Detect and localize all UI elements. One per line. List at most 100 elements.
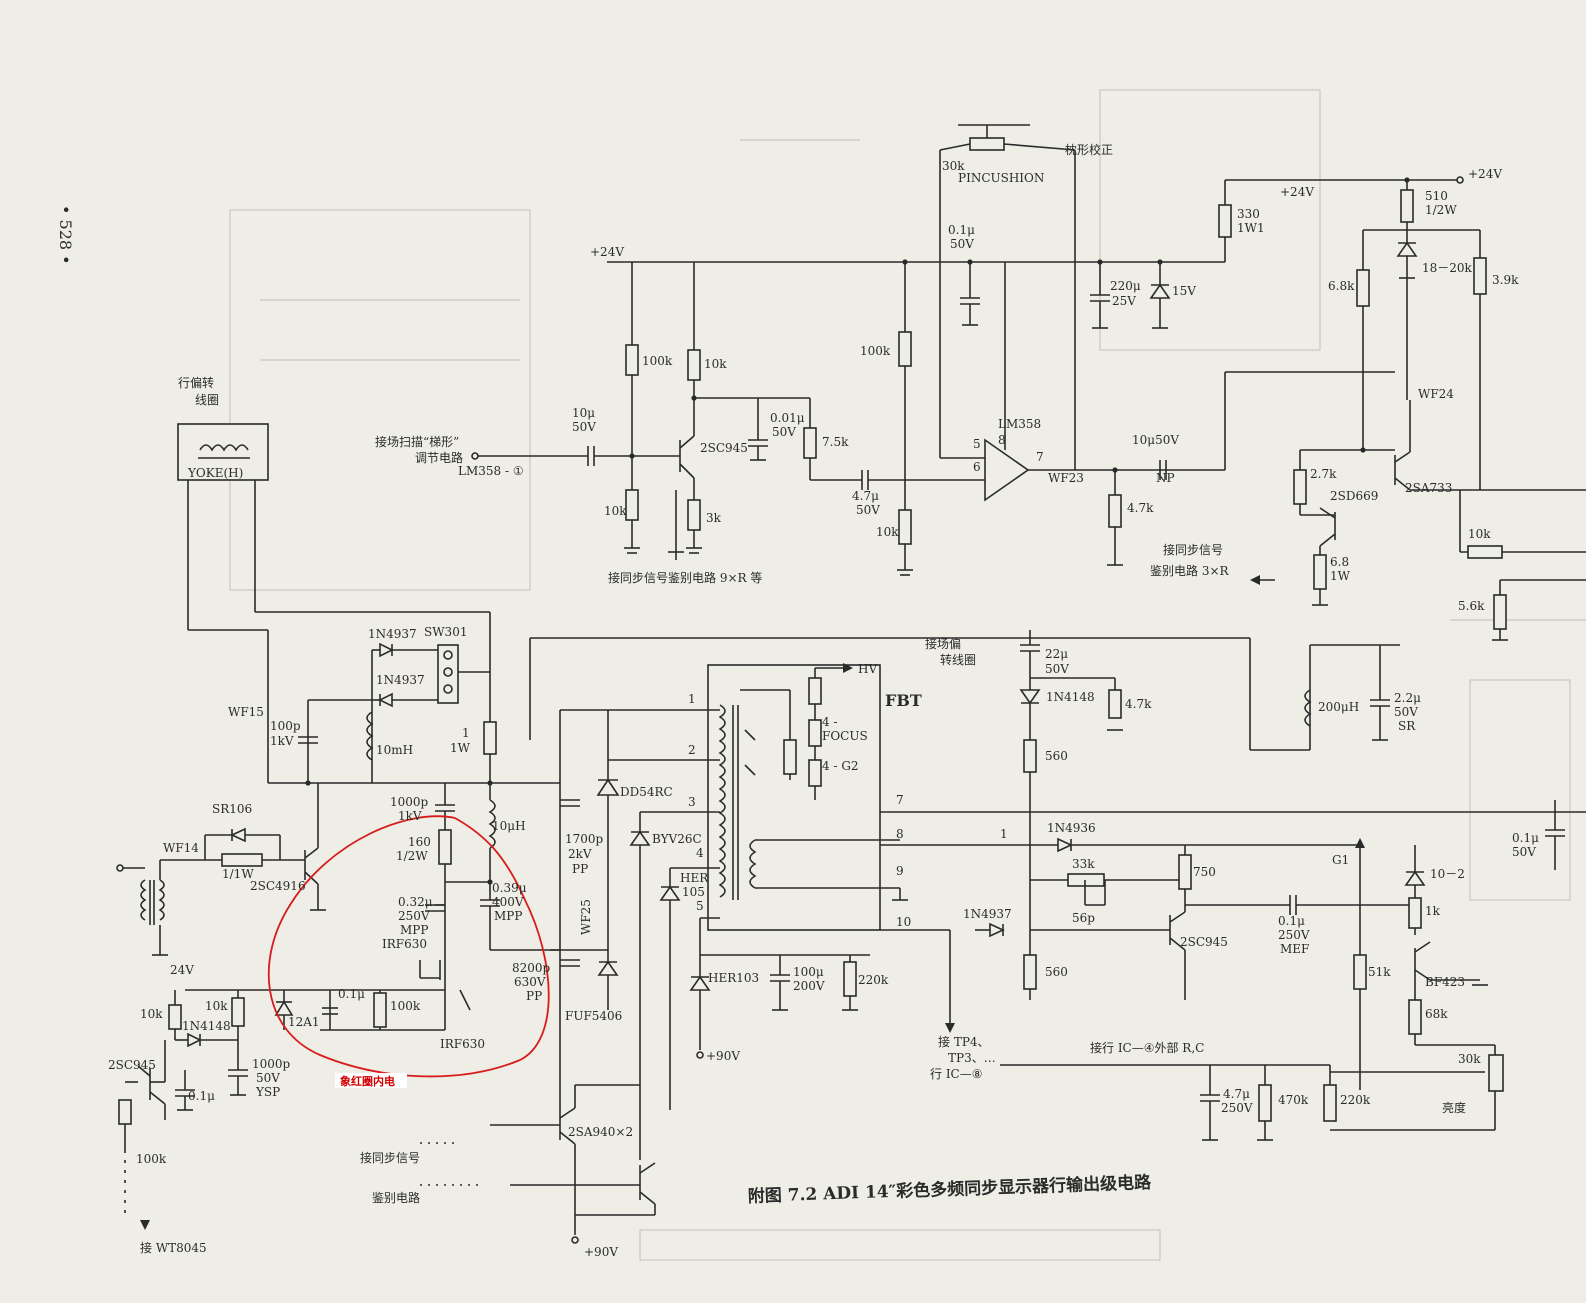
- wt8045-label: 接 WT8045: [140, 1240, 207, 1255]
- c01u-d-v: 50V: [1512, 845, 1536, 859]
- r100k-a: 100k: [642, 354, 673, 368]
- d1n4148-a: 1N4148: [1046, 690, 1095, 704]
- p90v-b: +90V: [584, 1245, 618, 1259]
- c039u-t: MPP: [494, 909, 522, 923]
- r10k-a: 10k: [704, 357, 727, 371]
- c33k: 33k: [1072, 857, 1095, 871]
- pin-6: 6: [973, 460, 981, 474]
- c22u-sr-t: SR: [1398, 719, 1416, 733]
- q-2sc945-a: 2SC945: [700, 441, 748, 455]
- lm358: LM358: [998, 417, 1041, 431]
- c01u-d: 0.1μ: [1512, 831, 1539, 845]
- c10u-v: 50V: [572, 420, 596, 434]
- sync-3r-2: 鉴别电路 3×R: [1150, 563, 1230, 578]
- r39k: 3.9k: [1492, 273, 1519, 287]
- terminal-9: 9: [896, 864, 904, 878]
- r750: 750: [1193, 865, 1216, 879]
- c01u-b: 0.1μ: [338, 987, 365, 1001]
- focus-2: FOCUS: [822, 729, 868, 743]
- r560-b: 560: [1045, 965, 1068, 979]
- r30k-b: 30k: [1458, 1052, 1481, 1066]
- r10k-b: 10k: [604, 504, 627, 518]
- bleed-through-ghost: [229, 89, 1586, 1261]
- c001u: 0.01μ: [770, 411, 805, 425]
- trapezoid-label-1: 接场扫描“梯形”: [375, 434, 459, 449]
- c22u-sr-v: 50V: [1394, 705, 1418, 719]
- r330-w: 1W1: [1237, 221, 1265, 235]
- r3k: 3k: [706, 511, 722, 525]
- r1-w: 1W: [450, 741, 471, 755]
- lm358-pin1-label: LM358 - ①: [458, 464, 524, 478]
- c47u-b-v: 250V: [1221, 1101, 1253, 1115]
- r510: 510: [1425, 189, 1448, 203]
- byv26c: BYV26C: [652, 832, 702, 846]
- yoke-section: [177, 423, 560, 786]
- c220u-v: 25V: [1112, 294, 1136, 308]
- r220k-b: 220k: [1340, 1093, 1371, 1107]
- sw301: SW301: [424, 625, 467, 639]
- q-2sa733: 2SA733: [1405, 481, 1452, 495]
- terminal-2: 2: [688, 743, 696, 757]
- c100p-v: 1kV: [270, 734, 294, 748]
- output-stage: [116, 783, 560, 1230]
- sync-discrim-9r: 接同步信号鉴别电路 9×R 等: [608, 570, 762, 585]
- p24v-c: +24V: [1468, 167, 1502, 181]
- pin-5: 5: [973, 437, 981, 451]
- r68-1w: 6.8: [1330, 555, 1349, 569]
- sync-3r-1: 接同步信号: [1163, 542, 1223, 557]
- q-2sc945-b: 2SC945: [108, 1058, 156, 1072]
- red-circle-annotation: [267, 815, 550, 1078]
- c01u-mef-t: MEF: [1280, 942, 1309, 956]
- pincushion-label: PINCUSHION: [958, 171, 1044, 185]
- tp-label-1: 接 TP4、: [938, 1034, 990, 1049]
- c01u-c: 0.1μ: [188, 1089, 215, 1103]
- r10k-c: 10k: [876, 525, 899, 539]
- q-2sc4916: 2SC4916: [250, 879, 306, 893]
- c001u-v: 50V: [772, 425, 796, 439]
- dd54rc: DD54RC: [620, 785, 673, 799]
- c100u-v: 200V: [793, 979, 825, 993]
- r47k-b: 4.7k: [1125, 697, 1152, 711]
- r75k: 7.5k: [822, 435, 849, 449]
- tp-label-2: TP3、…: [948, 1051, 996, 1065]
- r68k: 6.8k: [1328, 279, 1355, 293]
- p24v-b: +24V: [1280, 185, 1314, 199]
- her105-b: 105: [682, 885, 705, 899]
- r27k: 2.7k: [1310, 467, 1337, 481]
- c47u-v: 50V: [856, 503, 880, 517]
- terminal-1: 1: [688, 692, 696, 706]
- z102: 10－2: [1430, 867, 1465, 881]
- wf23: WF23: [1048, 471, 1084, 485]
- g2: 4 - G2: [822, 759, 859, 773]
- r68-1w-w: 1W: [1330, 569, 1351, 583]
- c1000p-b: 1000p: [252, 1057, 291, 1071]
- annotation-bg: [335, 1073, 407, 1088]
- c8200p-t: PP: [526, 989, 542, 1003]
- r100k-c: 100k: [390, 999, 421, 1013]
- c1700p-t: PP: [572, 862, 588, 876]
- q-2sd669: 2SD669: [1330, 489, 1378, 503]
- r1: 1: [462, 726, 470, 740]
- terminal-7: 7: [896, 793, 904, 807]
- irf630-a: IRF630: [382, 937, 427, 951]
- terminal-5: 5: [696, 899, 704, 913]
- discrim-label: 鉴别电路: [372, 1190, 420, 1205]
- node-1: 1: [1000, 827, 1008, 841]
- c039u-v: 400V: [492, 895, 524, 909]
- c100u: 100μ: [793, 965, 824, 979]
- r160-w: 1/2W: [396, 849, 428, 863]
- tp-label-3: 行 IC—⑧: [930, 1067, 983, 1081]
- irf630-b: IRF630: [440, 1037, 485, 1051]
- c1700p: 1700p: [565, 832, 604, 846]
- c1000p-a: 1000p: [390, 795, 429, 809]
- l200uh: 200μH: [1318, 700, 1359, 714]
- right-bottom-section: [975, 630, 1565, 1141]
- pin-7: 7: [1036, 450, 1044, 464]
- p24v-a: +24V: [590, 245, 624, 259]
- r51k: 51k: [1368, 965, 1391, 979]
- r-30k-top: 30k: [942, 159, 965, 173]
- c22u-sr: 2.2μ: [1394, 691, 1421, 705]
- figure-caption: 附图 7.2 ADI 14″彩色多频同步显示器行输出级电路: [747, 1172, 1152, 1207]
